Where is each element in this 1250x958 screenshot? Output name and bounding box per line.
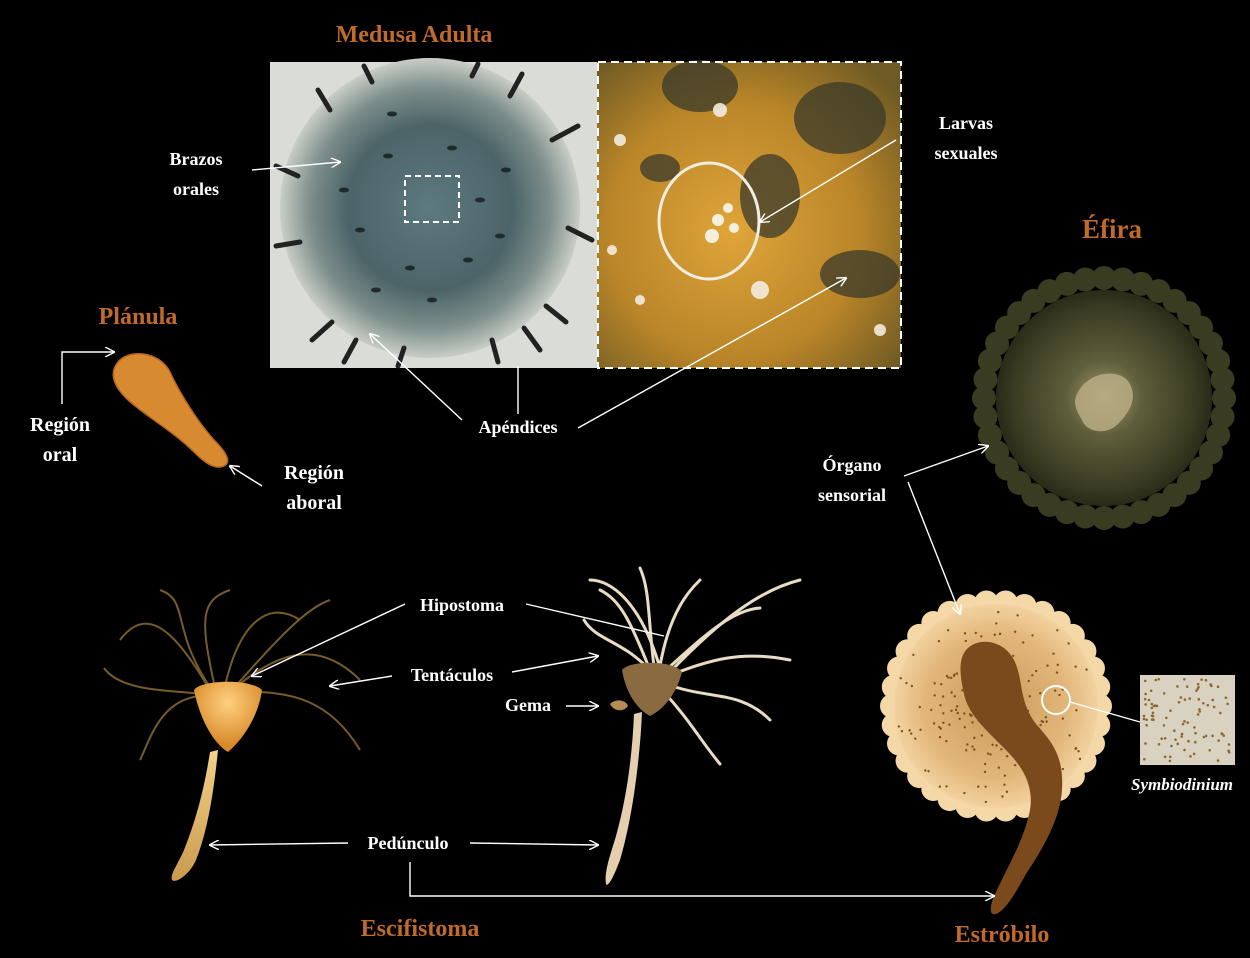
gema-label: Gema xyxy=(505,690,551,720)
hipostoma-label: Hipostoma xyxy=(420,590,504,620)
estrobilo-title: Estróbilo xyxy=(955,922,1050,949)
pedunculo-label: Pedúnculo xyxy=(367,828,448,858)
brazos-orales-label: Brazosorales xyxy=(170,144,223,204)
planula-title: Plánula xyxy=(99,304,178,331)
region-oral-label: Regiónoral xyxy=(30,410,90,470)
region-aboral-label: Regiónaboral xyxy=(284,458,344,518)
efira-title: Éfira xyxy=(1082,214,1142,245)
escifistoma-title: Escifistoma xyxy=(361,916,480,943)
symbiodinium-inset xyxy=(1140,675,1235,765)
medusa-adulta-title: Medusa Adulta xyxy=(336,22,493,49)
larvas-sexuales-label: Larvassexuales xyxy=(935,108,998,168)
organo-sensorial-label: Órganosensorial xyxy=(818,450,886,510)
efira-photo xyxy=(972,266,1236,530)
symbiodinium-label: Symbiodinium xyxy=(1131,770,1233,800)
apendices-label: Apéndices xyxy=(478,412,557,442)
zoom-photo xyxy=(597,60,901,368)
tentaculos-label: Tentáculos xyxy=(411,660,493,690)
medusa-photo xyxy=(270,58,597,368)
